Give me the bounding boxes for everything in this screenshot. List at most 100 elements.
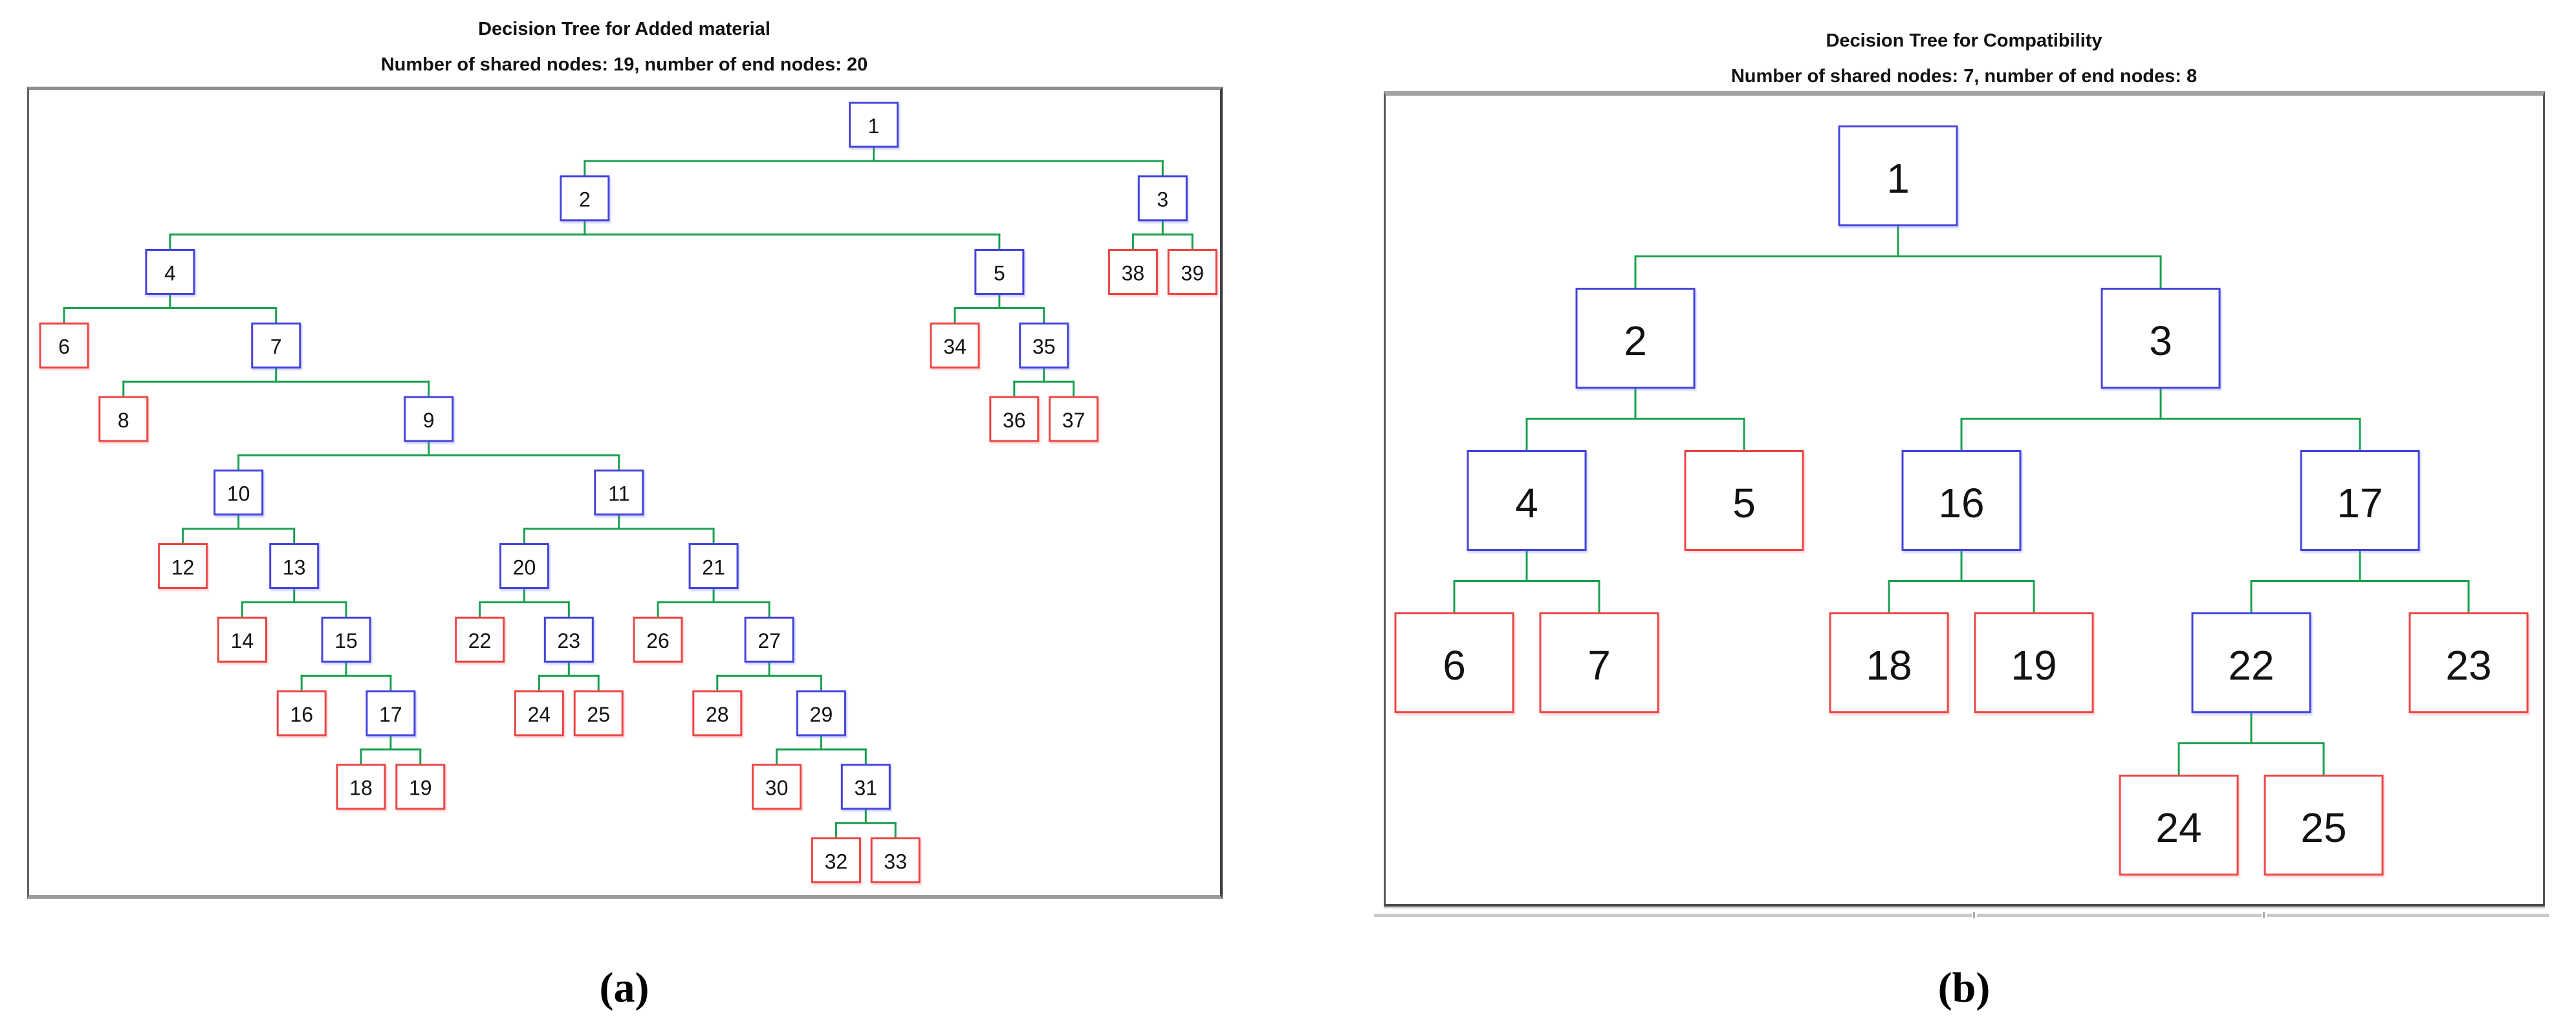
shared-node-box [2101,288,2221,389]
tree-node-label: 9 [423,409,435,432]
shared-node-box [688,543,739,589]
shared-node-box [849,102,899,148]
end-node-box [158,543,208,589]
tree-a-node-27: 27 [744,616,794,663]
tree-node-label: 34 [943,335,966,358]
tree-a-node-20: 20 [499,543,549,589]
shared-node-box [840,764,891,810]
tree-node-label: 39 [1181,261,1204,285]
tree-b-node-24: 24 [2119,775,2239,876]
shared-node-box [321,616,371,663]
shared-node-box [1019,322,1069,369]
end-node-box [1974,612,2094,713]
end-node-box [1829,612,1949,713]
tree-a-node-18: 18 [336,764,386,810]
figure-a-caption: (a) [599,964,649,1011]
tree-a-node-33: 33 [870,837,921,883]
figure-a-frame [27,87,1223,899]
figure-b-title: Decision Tree for Compatibility [1826,30,2102,51]
figure-b-frame [1384,91,2545,907]
tree-a-node-5: 5 [974,249,1025,295]
tree-b-node-19: 19 [1974,612,2094,713]
end-node-box [455,616,505,663]
tree-a-node-10: 10 [213,469,264,516]
end-node-box [1539,612,1659,713]
tree-node-label: 24 [2156,804,2201,851]
tree-node-label: 3 [2149,317,2172,364]
tree-node-label: 5 [994,261,1005,285]
tree-node-label: 23 [2445,642,2491,689]
tree-node-label: 35 [1032,335,1056,358]
tree-node-label: 1 [1886,155,1910,202]
tree-a-node-37: 37 [1049,396,1099,442]
shared-node-box [2300,450,2420,551]
tree-node-label: 28 [706,703,729,726]
shared-node-box [1838,125,1958,226]
tree-node-label: 25 [587,703,610,726]
tree-a-node-13: 13 [269,543,320,589]
tree-node-label: 16 [1938,480,1984,526]
shared-node-box [796,690,846,736]
end-node-box [395,764,446,810]
tree-b-node-2: 2 [1575,288,1696,389]
figure-a-title: Decision Tree for Added material [478,19,770,39]
tree-node-label: 19 [2011,642,2057,689]
tree-node-label: 32 [825,850,848,873]
table-edge-artifact-3 [2267,914,2549,917]
end-node-box [573,690,624,736]
tree-node-label: 16 [290,703,313,726]
shared-node-box [499,543,549,589]
tree-node-label: 21 [702,555,725,579]
tree-node-label: 20 [513,555,536,579]
shared-node-box [1575,288,1696,389]
tree-a-node-11: 11 [594,469,644,516]
tree-b-node-25: 25 [2264,775,2384,876]
tree-a-node-31: 31 [840,764,891,810]
end-node-box [1049,396,1099,442]
end-node-box [989,396,1040,442]
tree-node-label: 36 [1003,409,1026,432]
tree-node-label: 26 [646,629,670,652]
tree-node-label: 24 [528,703,551,726]
tree-a-node-23: 23 [543,616,594,663]
tree-node-label: 13 [283,555,306,579]
tree-node-label: 22 [2228,642,2274,689]
tree-a-node-17: 17 [366,690,416,736]
tree-b-node-6: 6 [1394,612,1514,713]
figure-a-subtitle: Number of shared nodes: 19, number of en… [380,54,868,75]
tree-node-label: 3 [1157,188,1168,211]
end-node-box [870,837,921,883]
tree-node-label: 30 [765,777,789,800]
tree-a-node-9: 9 [404,396,454,442]
tree-node-label: 38 [1122,261,1145,285]
end-node-box [2264,775,2384,876]
table-edge-artifact-2 [1977,914,2262,917]
end-node-box [1108,249,1158,295]
tree-node-label: 4 [1515,480,1538,526]
tree-b-node-7: 7 [1539,612,1659,713]
shared-node-box [1467,450,1587,551]
tree-a-node-7: 7 [251,322,301,369]
tree-a-node-36: 36 [989,396,1040,442]
end-node-box [1684,450,1804,551]
shared-node-box [974,249,1025,295]
tree-a-node-16: 16 [276,690,327,736]
end-node-box [514,690,564,736]
tree-node-label: 11 [608,482,629,506]
tree-node-label: 14 [231,629,254,652]
tree-node-label: 19 [409,777,432,800]
tree-a-node-2: 2 [560,175,610,222]
tree-b-node-22: 22 [2191,612,2311,713]
tree-a-node-4: 4 [145,249,195,295]
tree-node-label: 2 [579,188,591,211]
tree-b-node-4: 4 [1467,450,1587,551]
tree-node-label: 4 [164,261,176,285]
end-node-box [1394,612,1514,713]
tree-node-label: 18 [1866,642,1912,689]
tree-node-label: 29 [810,703,833,726]
tree-node-label: 33 [884,850,907,873]
end-node-box [930,322,980,369]
tree-node-label: 23 [558,629,581,652]
